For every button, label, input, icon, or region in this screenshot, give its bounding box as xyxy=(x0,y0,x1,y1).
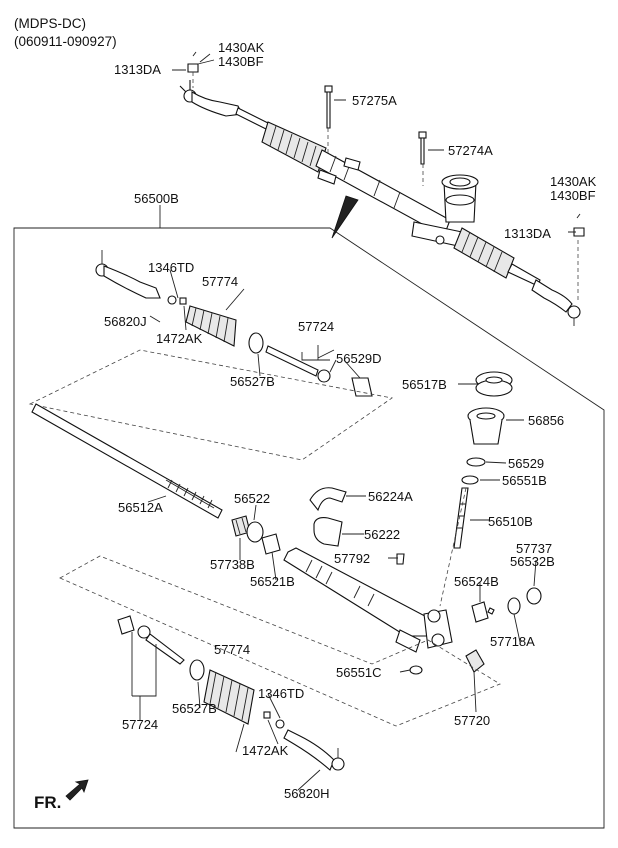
plug-57792 xyxy=(396,553,405,565)
label-56522: 56522 xyxy=(234,491,270,506)
spring-57720 xyxy=(465,649,485,673)
top-steering-gear-assembly xyxy=(179,51,585,326)
label-56517B: 56517B xyxy=(402,377,447,392)
label-56500B: 56500B xyxy=(134,191,179,206)
label-57720: 57720 xyxy=(454,713,490,728)
bushing-56521B xyxy=(261,533,281,555)
nut-1430AK-right xyxy=(573,227,585,237)
tie-rod-end-56820H xyxy=(283,729,345,771)
label-1430BF-right: 1430BF xyxy=(550,188,596,203)
clamp-mid-top xyxy=(343,157,361,171)
nut-1346TD-bottom xyxy=(275,719,285,729)
spring-57792-small xyxy=(487,607,495,615)
label-57737: 57737 xyxy=(516,541,552,556)
label-56521B: 56521B xyxy=(250,574,295,589)
damper-56517B xyxy=(475,371,513,397)
clip-1472AK-bottom xyxy=(263,711,271,719)
pinion-shaft-56510B xyxy=(453,487,469,549)
rack-housing-main xyxy=(283,547,453,653)
ring-56522 xyxy=(246,521,264,543)
washer-56551B xyxy=(461,475,479,485)
tie-rod-end-arm-right xyxy=(531,279,573,313)
label-57738B: 57738B xyxy=(210,557,255,572)
nut-1346TD-top xyxy=(167,295,177,305)
bushing-56529D xyxy=(351,377,373,397)
label-1313DA-top: 1313DA xyxy=(114,62,161,77)
ring-56529 xyxy=(466,457,486,467)
label-1472AK-bottom: 1472AK xyxy=(242,743,289,758)
label-56512A: 56512A xyxy=(118,500,163,515)
label-56551B: 56551B xyxy=(502,473,547,488)
label-56551C: 56551C xyxy=(336,665,382,680)
bushing-56222 xyxy=(313,517,343,547)
pinion-housing-top xyxy=(411,174,479,247)
kit-box-lower xyxy=(59,555,501,727)
label-56527B-top: 56527B xyxy=(230,374,275,389)
date-range-label: (060911-090927) xyxy=(14,34,117,49)
inner-rod-57724-bottom xyxy=(117,615,185,665)
label-1430BF-top: 1430BF xyxy=(218,54,264,69)
bellows-57774-bottom xyxy=(203,669,255,725)
kit-outline-56500B xyxy=(13,227,605,829)
label-56856: 56856 xyxy=(528,413,564,428)
label-56820J: 56820J xyxy=(104,314,147,329)
label-1346TD-bottom: 1346TD xyxy=(258,686,304,701)
label-56524B: 56524B xyxy=(454,574,499,589)
tie-rod-end-ball-right xyxy=(567,305,581,319)
label-1472AK-top: 1472AK xyxy=(156,331,203,346)
label-56222: 56222 xyxy=(364,527,400,542)
label-57274A: 57274A xyxy=(448,143,493,158)
rack-bar-56512A xyxy=(31,403,223,519)
label-1313DA-right: 1313DA xyxy=(504,226,551,241)
bellows-left-top xyxy=(261,121,327,173)
inner-rod-left xyxy=(235,107,271,131)
label-57774-top: 57774 xyxy=(202,274,238,289)
plug-57737 xyxy=(526,587,542,605)
front-direction-arrow-icon xyxy=(65,779,89,801)
bracket-56224A xyxy=(309,487,347,512)
clip-1472AK-top xyxy=(179,297,187,305)
assembly-arrow xyxy=(331,195,359,239)
bellows-57774-top xyxy=(185,305,237,347)
label-56532B: 56532B xyxy=(510,554,555,569)
label-57774-bottom: 57774 xyxy=(214,642,250,657)
clamp-ring-56527B-top xyxy=(248,332,264,354)
label-1346TD-top: 1346TD xyxy=(148,260,194,275)
nut-1430AK-top xyxy=(187,63,199,73)
label-56820H: 56820H xyxy=(284,786,330,801)
inner-rod-57724-top xyxy=(265,345,331,383)
bellows-right-top xyxy=(453,227,515,279)
seal-57718A xyxy=(507,597,521,615)
cover-56856 xyxy=(467,407,505,445)
rack-housing-top xyxy=(315,149,451,237)
washer-56551C xyxy=(409,665,423,675)
label-56529D: 56529D xyxy=(336,351,382,366)
yoke-56524B xyxy=(471,601,489,623)
label-56529: 56529 xyxy=(508,456,544,471)
bolt-57274A xyxy=(418,131,427,165)
kit-box-upper xyxy=(28,349,394,461)
label-56224A: 56224A xyxy=(368,489,413,504)
bolt-57275A xyxy=(324,85,333,129)
clamp-left-top xyxy=(317,169,337,185)
label-1430AK-top: 1430AK xyxy=(218,40,265,55)
label-1430AK-right: 1430AK xyxy=(550,174,597,189)
label-56510B: 56510B xyxy=(488,514,533,529)
tie-rod-stud-left xyxy=(179,80,191,93)
front-label: FR. xyxy=(34,793,61,812)
clamp-ring-56527B-bottom xyxy=(189,659,205,681)
label-57275A: 57275A xyxy=(352,93,397,108)
label-57792: 57792 xyxy=(334,551,370,566)
bearing-57738B xyxy=(231,515,251,537)
label-57724-top: 57724 xyxy=(298,319,334,334)
model-label: (MDPS-DC) xyxy=(14,16,86,31)
label-57718A: 57718A xyxy=(490,634,535,649)
tie-rod-end-56820J xyxy=(95,250,161,299)
label-57724-bottom: 57724 xyxy=(122,717,158,732)
tie-rod-end-arm-left xyxy=(191,91,243,117)
label-56527B-bottom: 56527B xyxy=(172,701,217,716)
